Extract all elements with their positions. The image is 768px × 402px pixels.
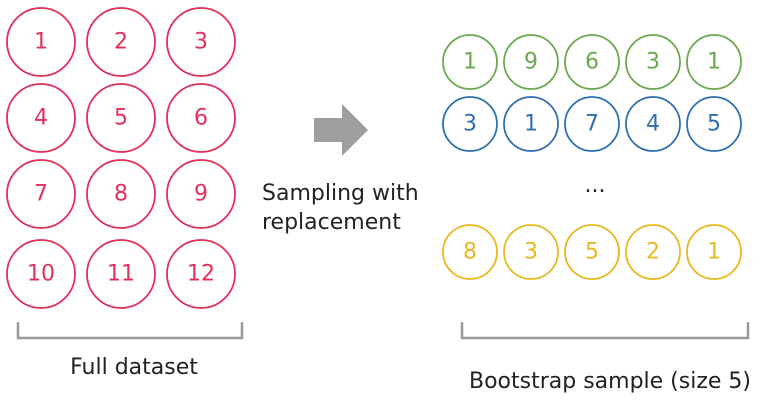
node-circle [86,7,156,77]
bootstrap-sample-1-item: 6 [564,34,620,90]
bootstrap-sample-3-item: 5 [564,224,620,280]
node-circle [625,96,681,152]
bootstrap-sample-2-item: 3 [442,96,498,152]
node-circle [6,159,76,229]
node-label: 8 [463,240,477,265]
node-circle [86,159,156,229]
node-circle [6,239,76,309]
node-label: 2 [114,30,128,55]
node-label: 1 [34,30,48,55]
node-label: 5 [707,112,721,137]
node-label: 6 [194,106,208,131]
node-circle [442,224,498,280]
full-dataset-item: 9 [166,159,236,229]
bootstrap-bracket [460,322,750,340]
node-circle [6,83,76,153]
node-label: 7 [585,112,599,137]
full-dataset-item: 12 [166,239,236,309]
node-circle [442,96,498,152]
process-label-line2: replacement [262,210,401,235]
node-label: 9 [194,182,208,207]
bootstrap-label: Bootstrap sample (size 5) [469,369,751,394]
node-label: 6 [585,50,599,75]
bootstrap-sample-3-item: 8 [442,224,498,280]
full-dataset-item: 3 [166,7,236,77]
bootstrap-sample-1-item: 1 [442,34,498,90]
full-dataset-item: 2 [86,7,156,77]
node-label: 2 [646,240,660,265]
ellipsis: ... [585,173,606,198]
node-label: 3 [646,50,660,75]
node-label: 9 [524,50,538,75]
node-circle [6,7,76,77]
node-circle [625,34,681,90]
node-label: 5 [585,240,599,265]
node-label: 7 [34,182,48,207]
bootstrap-sample-2-item: 1 [503,96,559,152]
node-label: 8 [114,182,128,207]
node-circle [686,224,742,280]
node-circle [503,96,559,152]
full-dataset-item: 10 [6,239,76,309]
bootstrap-sample-1-item: 1 [686,34,742,90]
node-circle [564,34,620,90]
bootstrap-sample-3-item: 2 [625,224,681,280]
full-dataset-item: 5 [86,83,156,153]
node-label: 5 [114,106,128,131]
node-circle [86,239,156,309]
node-circle [625,224,681,280]
bootstrap-sample-1-item: 9 [503,34,559,90]
node-circle [166,83,236,153]
node-label: 1 [524,112,538,137]
node-label: 11 [107,262,135,287]
node-circle [686,96,742,152]
right-arrow-icon [314,104,368,156]
full-dataset-item: 8 [86,159,156,229]
node-circle [564,96,620,152]
node-label: 12 [187,262,215,287]
full-dataset-item: 6 [166,83,236,153]
full-dataset-label: Full dataset [70,355,198,380]
bootstrap-samples: 1 9 6 3 1 3 1 7 4 5 8 3 5 2 1 [442,34,742,280]
node-label: 3 [463,112,477,137]
bootstrap-sample-3-item: 1 [686,224,742,280]
node-circle [686,34,742,90]
node-label: 1 [463,50,477,75]
node-circle [166,159,236,229]
full-dataset-bracket [16,322,244,340]
node-circle [564,224,620,280]
bootstrap-sample-1-item: 3 [625,34,681,90]
node-label: 10 [27,262,55,287]
bootstrap-sample-2-item: 7 [564,96,620,152]
node-label: 1 [707,240,721,265]
full-dataset-item: 7 [6,159,76,229]
node-circle [442,34,498,90]
node-circle [86,83,156,153]
process-label-line1: Sampling with [262,181,419,206]
node-label: 3 [524,240,538,265]
node-circle [503,224,559,280]
node-label: 3 [194,30,208,55]
full-dataset-item: 1 [6,7,76,77]
full-dataset-item: 11 [86,239,156,309]
full-dataset-item: 4 [6,83,76,153]
bootstrap-sample-3-item: 3 [503,224,559,280]
node-circle [166,239,236,309]
node-label: 1 [707,50,721,75]
bootstrap-sample-2-item: 4 [625,96,681,152]
node-label: 4 [646,112,660,137]
node-label: 4 [34,106,48,131]
bootstrap-sample-2-item: 5 [686,96,742,152]
node-circle [166,7,236,77]
node-circle [503,34,559,90]
